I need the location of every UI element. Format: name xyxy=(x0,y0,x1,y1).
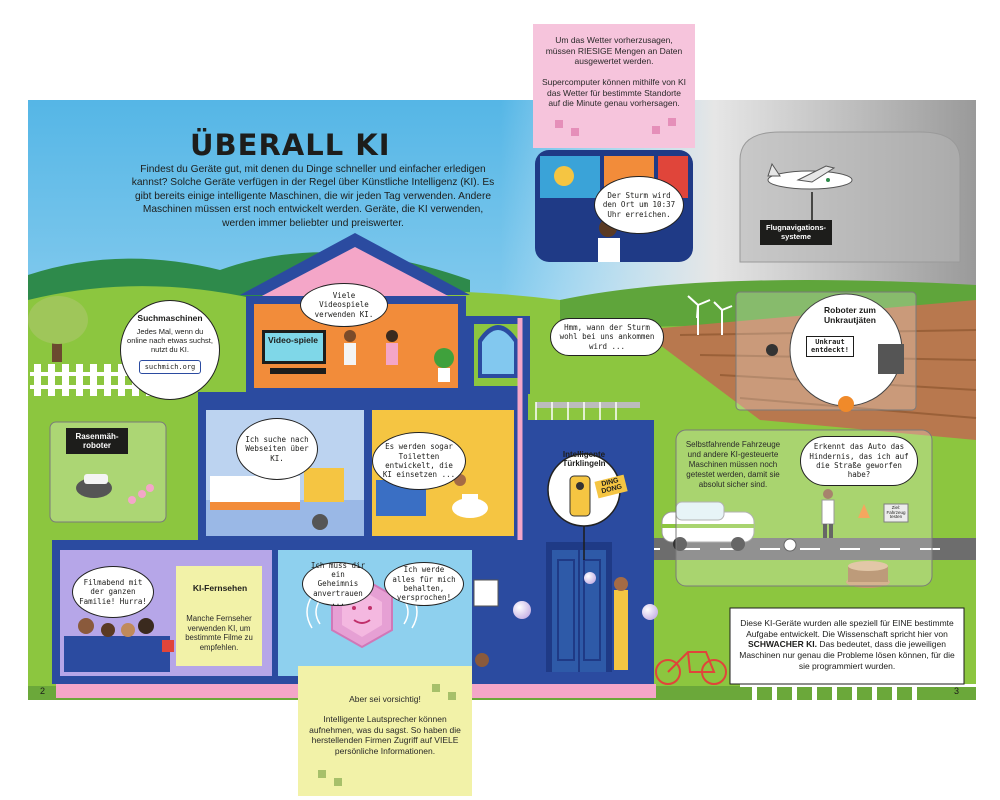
ai-tv-title: KI-Fernsehen xyxy=(192,583,248,593)
flowers xyxy=(128,484,154,504)
weak-ai-box xyxy=(729,607,965,685)
doorbell-title: Intelligente Türklingeln xyxy=(562,450,606,469)
deco-orb xyxy=(642,604,658,620)
fence-bottom xyxy=(740,678,976,700)
weather-speech-bubble: Der Sturm wird den Ort um 10:37 Uhr erre… xyxy=(594,176,684,234)
page-number-right: 3 xyxy=(954,686,960,696)
video-games-screen-label: Video-spiele xyxy=(268,335,318,345)
intro-text: Findest du Geräte gut, mit denen du Ding… xyxy=(131,164,495,229)
search-engine-title: Suchmaschinen xyxy=(137,313,203,323)
test-sign-text: Ziel: Fahrzeug testen xyxy=(886,505,906,520)
ai-tv-text: Manche Fernseher verwenden KI, um bestim… xyxy=(185,614,253,653)
balcony-rail xyxy=(536,402,640,408)
tv-card-bg xyxy=(176,566,262,666)
dog xyxy=(475,653,489,667)
page-number-left: 2 xyxy=(40,686,46,696)
speaker-bubble-right: Ich werde alles für mich behalten, versp… xyxy=(384,562,464,606)
wind-turbines xyxy=(687,295,733,335)
weather-flap xyxy=(533,24,695,136)
speaker-flap xyxy=(298,666,472,796)
kids-gaming xyxy=(344,330,398,365)
family-on-sofa xyxy=(78,618,154,637)
car-test-speech-bubble: Erkennt das Auto das Hindernis, das ich … xyxy=(800,436,918,486)
flight-navigation-label: Flugnavigations-systeme xyxy=(760,220,832,246)
page-title: ÜBERALL KI xyxy=(190,128,391,162)
weak-ai-text-after: Das bedeutet, dass die jeweiligen Maschi… xyxy=(739,639,955,671)
picture-frame xyxy=(473,579,499,607)
cat xyxy=(312,514,328,530)
self-driving-text: Selbstfahrende Fahrzeuge und andere KI-g… xyxy=(685,440,781,489)
search-engine-card: Suchmaschinen Jedes Mal, wenn du online … xyxy=(120,300,220,400)
field-robot xyxy=(766,344,778,356)
airplane xyxy=(767,162,853,190)
weeding-robot-screen: Unkraut entdeckt! xyxy=(806,336,854,358)
traffic-cone xyxy=(858,504,870,518)
popcorn xyxy=(162,640,174,652)
robot-mower-label: Rasenmäh-roboter xyxy=(66,428,128,455)
weak-ai-highlight: SCHWACHER KI. xyxy=(748,639,817,650)
door-panels xyxy=(557,550,601,672)
doorbell-device xyxy=(569,475,591,517)
tester-person xyxy=(821,489,835,538)
speaker-bubble-left: Ich muss dir ein Geheimnis anvertrauen .… xyxy=(302,561,374,607)
sofa xyxy=(64,636,170,672)
weak-ai-text-before: Diese KI-Geräte wurden alle speziell für… xyxy=(740,618,954,639)
tree-crown xyxy=(28,296,88,344)
games-speech-bubble: Viele Videospiele verwenden KI. xyxy=(300,283,388,327)
bedroom-speech-bubble: Ich suche nach Webseiten über KI. xyxy=(236,418,318,480)
speaker-flap-pixels xyxy=(318,684,456,786)
deco-orb xyxy=(584,572,596,584)
speaker-flap-text: Intelligente Lautsprecher können aufnehm… xyxy=(309,714,461,756)
weather-flap-text-2: Supercomputer können mithilfe von KI das… xyxy=(541,77,687,109)
family-speech-bubble: Filmabend mit der ganzen Familie! Hurra! xyxy=(72,566,154,618)
weather-flap-text-1: Um das Wetter vorherzusagen, müssen RIES… xyxy=(545,35,683,67)
deco-orb xyxy=(838,396,854,412)
weeding-robot-title: Roboter zum Unkrautjäten xyxy=(824,305,876,325)
weeding-robot xyxy=(878,344,904,374)
potted-plant xyxy=(434,348,454,368)
deco-orb xyxy=(513,601,531,619)
test-sign-board xyxy=(883,503,909,523)
speaker-flap-heading: Aber sei vorsichtig! xyxy=(349,694,421,704)
balcony-speech-bubble: Hmm, wann der Sturm wohl bei uns ankomme… xyxy=(550,318,664,356)
person-at-door xyxy=(614,590,628,670)
flap-pixels xyxy=(555,118,676,136)
search-url-field: suchmich.org xyxy=(138,359,202,375)
search-engine-text: Jedes Mal, wenn du online nach etwas suc… xyxy=(127,326,213,354)
bed xyxy=(210,476,300,506)
bookshelf xyxy=(304,468,344,502)
bicycle xyxy=(655,651,727,685)
bathroom-speech-bubble: Es werden sogar Toiletten entwickelt, di… xyxy=(372,432,466,490)
balcony-railing xyxy=(535,402,617,420)
weak-ai-text: Diese KI-Geräte wurden alle speziell für… xyxy=(738,618,956,671)
football xyxy=(783,538,797,552)
